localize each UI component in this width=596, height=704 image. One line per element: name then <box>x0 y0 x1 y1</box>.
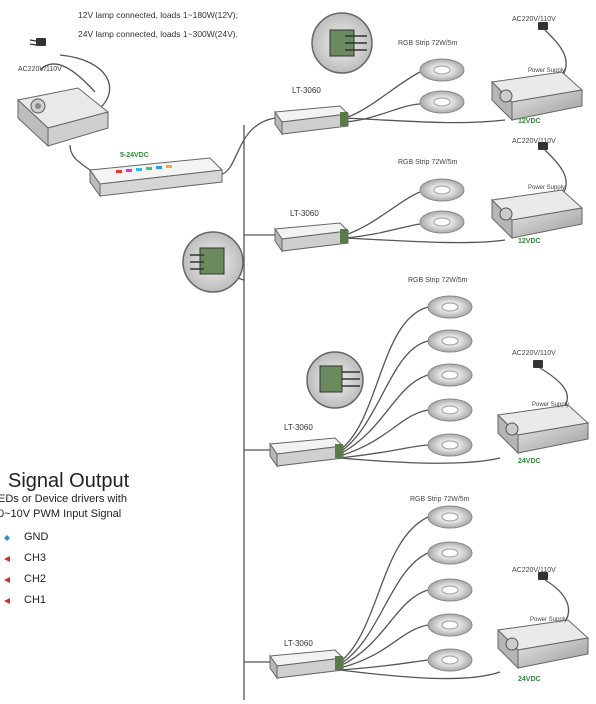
psu-ac-label: AC220V/110V <box>512 567 556 574</box>
strip-group-label: RGB Strip 72W/5m <box>398 40 458 47</box>
rgb-strip-reels <box>419 58 473 672</box>
signal-output-title: Signal Output <box>8 470 130 492</box>
psu-ac-label: AC220V/110V <box>512 138 556 145</box>
dimmer-controller <box>89 157 224 198</box>
channel-label: CH1 <box>24 594 47 606</box>
channel-label: GND <box>24 531 49 543</box>
strip-reel <box>419 90 465 114</box>
load-note-24v: 24V lamp connected, loads 1~300W(24V). <box>78 29 238 39</box>
terminal-zoom-1 <box>311 12 373 74</box>
strip-reel <box>427 398 473 422</box>
psu-vdc-label: 24VDC <box>518 458 541 465</box>
psu-vdc-label: 12VDC <box>518 238 541 245</box>
channel-label: CH2 <box>24 573 47 585</box>
lt3060-unit <box>274 222 350 253</box>
power-supply-unit <box>496 619 590 670</box>
terminal-zoom-2 <box>182 231 244 293</box>
psu-title: Power Supply <box>532 402 570 408</box>
strip-group-label: RGB Strip 72W/5m <box>410 496 470 503</box>
lt3060-unit <box>274 105 350 136</box>
controller-model-label: LT-3060 <box>290 209 319 218</box>
main-dc-label: 5-24VDC <box>120 152 149 159</box>
strip-reel <box>427 541 473 565</box>
strip-reel <box>419 178 465 202</box>
psu-ac-label: AC220V/110V <box>512 16 556 23</box>
controller-model-label: LT-3060 <box>292 86 321 95</box>
channel-label: CH3 <box>24 552 47 564</box>
lt3060-unit <box>269 649 345 680</box>
strip-group-label: RGB Strip 72W/5m <box>398 159 458 166</box>
psu-ac-label: AC220V/110V <box>512 350 556 357</box>
strip-reel <box>427 363 473 387</box>
strip-reel <box>427 433 473 457</box>
psu-vdc-label: 24VDC <box>518 676 541 683</box>
psu-title: Power Supply <box>530 617 568 623</box>
lt3060-unit <box>269 437 345 468</box>
gnd-diamond-icon <box>4 535 10 541</box>
strip-reel <box>427 613 473 637</box>
strip-reel <box>427 329 473 353</box>
ch1-arrow-icon <box>4 598 10 604</box>
signal-output-subtitle-2: 0~10V PWM Input Signal <box>0 508 122 520</box>
strip-reel <box>419 210 465 234</box>
psu-vdc-label: 12VDC <box>518 118 541 125</box>
main-ac-label: AC220V/110V <box>18 66 62 73</box>
strip-group-label: RGB Strip 72W/5m <box>408 277 468 284</box>
strip-reel <box>427 578 473 602</box>
ch2-arrow-icon <box>4 577 10 583</box>
terminal-zoom-3 <box>306 351 364 409</box>
psu-title: Power Supply <box>528 185 566 191</box>
power-supply-unit <box>496 404 590 455</box>
strip-reel <box>427 648 473 672</box>
main-power-supply <box>16 87 110 148</box>
ch3-arrow-icon <box>4 556 10 562</box>
strip-reel <box>427 295 473 319</box>
strip-reel <box>427 505 473 529</box>
load-note-12v: 12V lamp connected, loads 1~180W(12V); <box>78 10 238 20</box>
power-supply-unit <box>490 71 584 122</box>
signal-output-subtitle-1: EDs or Device drivers with <box>0 493 127 505</box>
controller-model-label: LT-3060 <box>284 423 313 432</box>
strip-reel <box>419 58 465 82</box>
psu-title: Power Supply <box>528 68 566 74</box>
wires <box>39 29 570 700</box>
controller-model-label: LT-3060 <box>284 639 313 648</box>
power-supply-unit <box>490 189 584 240</box>
